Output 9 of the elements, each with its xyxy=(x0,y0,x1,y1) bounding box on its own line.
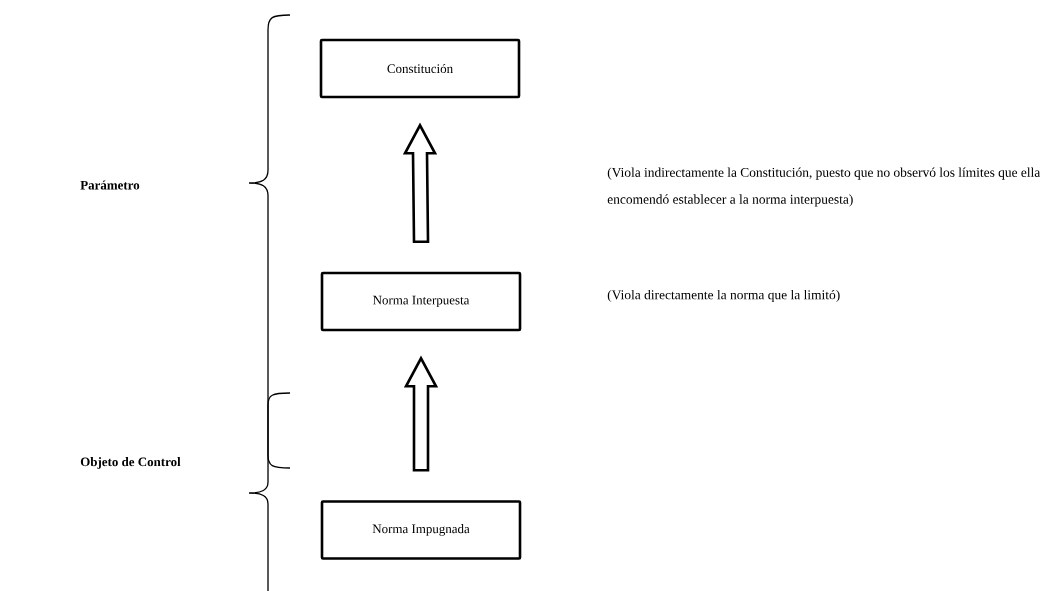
process-box: Norma Interpuesta xyxy=(320,271,522,332)
block-arrow xyxy=(402,122,438,243)
bracket-label: Parámetro xyxy=(80,180,140,190)
block-arrow xyxy=(403,355,439,472)
note-text: (Viola directamente la norma que la limitó) xyxy=(607,289,840,303)
process-box: Norma Impugnada xyxy=(320,500,522,560)
bracket-label: Objeto de Control xyxy=(80,457,181,469)
note-text: (Viola indirectamente la Constitución, puesto que no observó los límites que ella encomendó establecer a la norma interpuesta) xyxy=(607,167,1041,207)
process-box: Constitución xyxy=(319,38,521,99)
